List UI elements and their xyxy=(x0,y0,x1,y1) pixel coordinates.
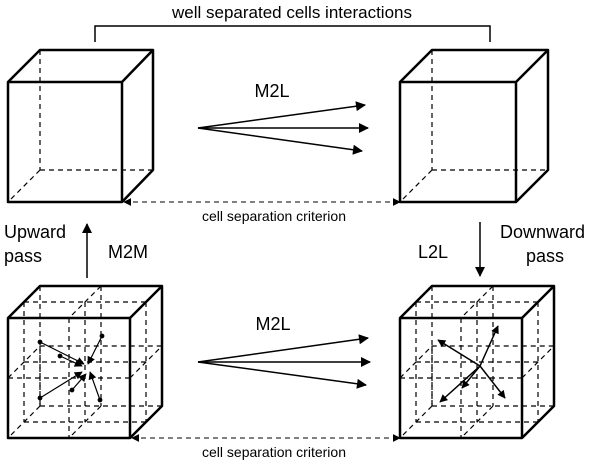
l2l-child-arrows xyxy=(437,325,506,403)
m2l-bottom-arrows xyxy=(197,334,371,389)
m2l-bottom-label: M2L xyxy=(255,314,290,334)
m2l-top-arrows xyxy=(197,101,369,155)
m2m-label: M2M xyxy=(108,242,148,262)
downward-pass-line2: pass xyxy=(526,246,564,266)
l2l-label: L2L xyxy=(418,242,448,262)
separation-label-top: cell separation criterion xyxy=(202,208,346,224)
cube-top-left xyxy=(6,48,155,204)
cube-bottom-right xyxy=(398,284,556,440)
separation-label-bottom: cell separation criterion xyxy=(202,444,346,460)
upward-pass-line2: pass xyxy=(4,246,42,266)
cube-bottom-left xyxy=(6,284,164,440)
m2m-child-arrows xyxy=(37,333,105,403)
diagram-title: well separated cells interactions xyxy=(171,3,412,22)
m2l-top-label: M2L xyxy=(254,81,289,101)
title-bracket xyxy=(94,25,491,42)
cube-top-right xyxy=(398,48,550,204)
upward-pass-line1: Upward xyxy=(4,222,66,242)
downward-pass-line1: Downward xyxy=(500,222,585,242)
